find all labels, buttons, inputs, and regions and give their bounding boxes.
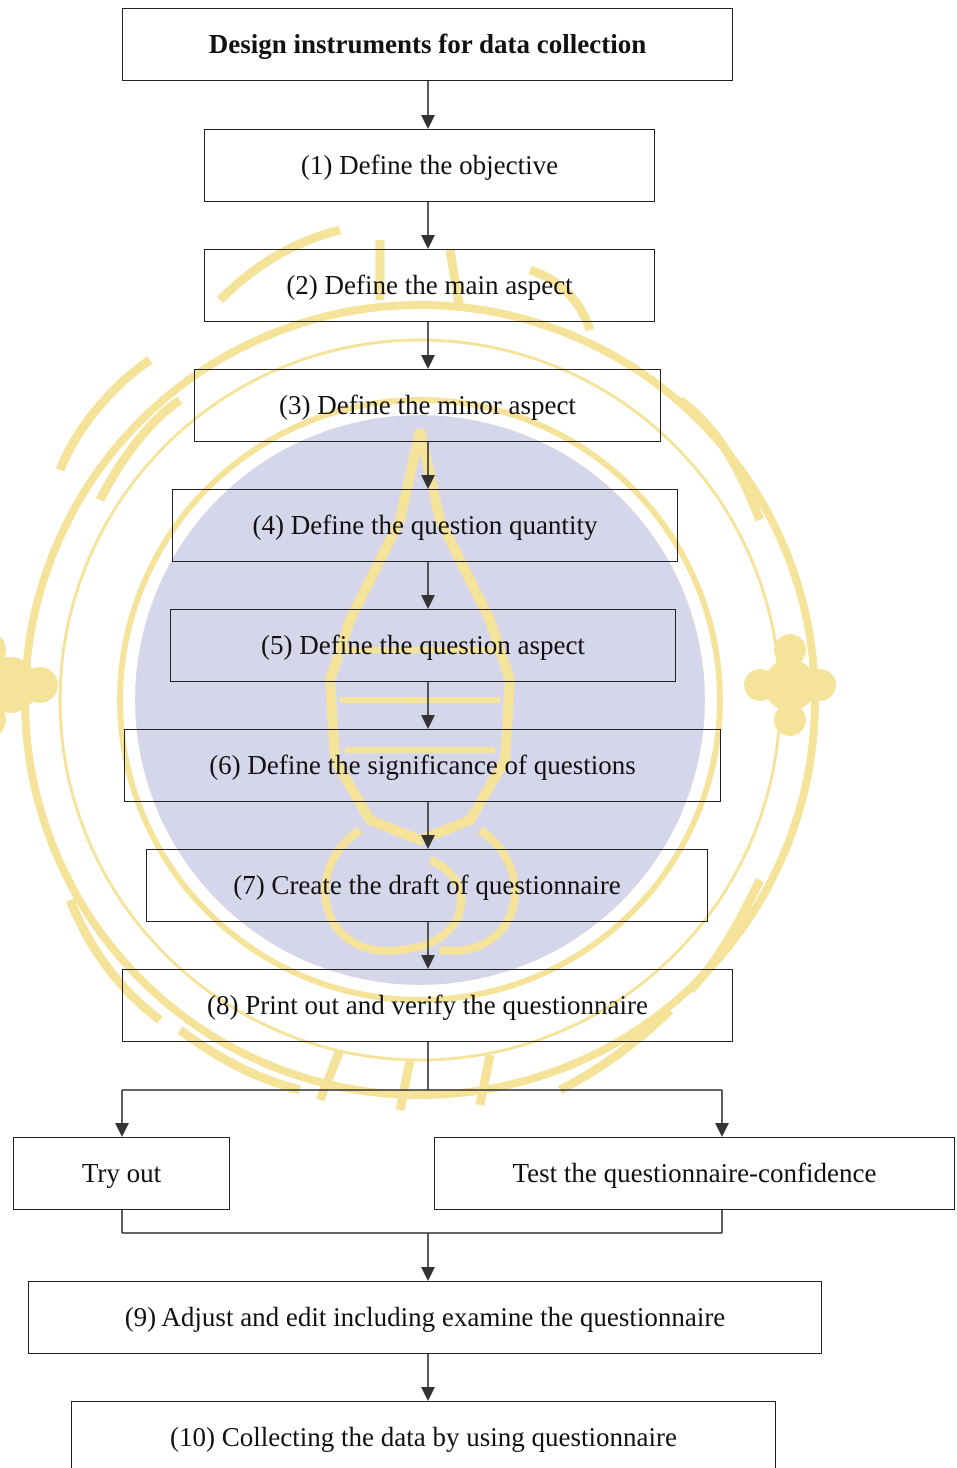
- connector-merge-to-9-arrowhead: [421, 1267, 435, 1281]
- connector-4-to-5-arrowhead: [421, 595, 435, 609]
- title-label: Design instruments for data collection: [208, 29, 647, 59]
- step-3-box: (3) Define the minor aspect: [194, 369, 661, 442]
- step-10-label: (10) Collecting the data by using questi…: [170, 1422, 677, 1452]
- step-10-box: (10) Collecting the data by using questi…: [71, 1401, 776, 1468]
- connector-5-to-6-arrowhead: [421, 715, 435, 729]
- connector-1-to-2-arrowhead: [421, 235, 435, 249]
- step-7-label: (7) Create the draft of questionnaire: [233, 870, 621, 900]
- connector-split-to-tryout-arrowhead: [115, 1123, 129, 1137]
- connector-9-to-10-arrowhead: [421, 1387, 435, 1401]
- title-box: Design instruments for data collection: [122, 8, 733, 81]
- step-8-box: (8) Print out and verify the questionnai…: [122, 969, 733, 1042]
- test-confidence-label: Test the questionnaire-confidence: [512, 1158, 877, 1188]
- step-9-box: (9) Adjust and edit including examine th…: [28, 1281, 822, 1354]
- connector-3-to-4-arrowhead: [421, 475, 435, 489]
- step-6-label: (6) Define the significance of questions: [209, 750, 636, 780]
- step-4-box: (4) Define the question quantity: [172, 489, 678, 562]
- step-7-box: (7) Create the draft of questionnaire: [146, 849, 708, 922]
- step-5-label: (5) Define the question aspect: [261, 630, 585, 660]
- try-out-box: Try out: [13, 1137, 230, 1210]
- left-flower-ornament: [0, 636, 58, 734]
- connector-title-to-1-arrowhead: [421, 115, 435, 129]
- connector-6-to-7-arrowhead: [421, 835, 435, 849]
- connector-2-to-3-arrowhead: [421, 355, 435, 369]
- step-9-label: (9) Adjust and edit including examine th…: [124, 1302, 726, 1332]
- step-2-label: (2) Define the main aspect: [286, 270, 573, 300]
- step-4-label: (4) Define the question quantity: [252, 510, 598, 540]
- right-flower-ornament: [744, 634, 836, 736]
- step-3-label: (3) Define the minor aspect: [279, 390, 576, 420]
- connector-split-to-test-arrowhead: [715, 1123, 729, 1137]
- step-2-box: (2) Define the main aspect: [204, 249, 655, 322]
- step-6-box: (6) Define the significance of questions: [124, 729, 721, 802]
- step-1-box: (1) Define the objective: [204, 129, 655, 202]
- step-5-box: (5) Define the question aspect: [170, 609, 676, 682]
- try-out-label: Try out: [81, 1158, 162, 1188]
- connector-7-to-8-arrowhead: [421, 955, 435, 969]
- step-8-label: (8) Print out and verify the questionnai…: [207, 990, 648, 1020]
- step-1-label: (1) Define the objective: [300, 150, 559, 180]
- test-confidence-box: Test the questionnaire-confidence: [434, 1137, 955, 1210]
